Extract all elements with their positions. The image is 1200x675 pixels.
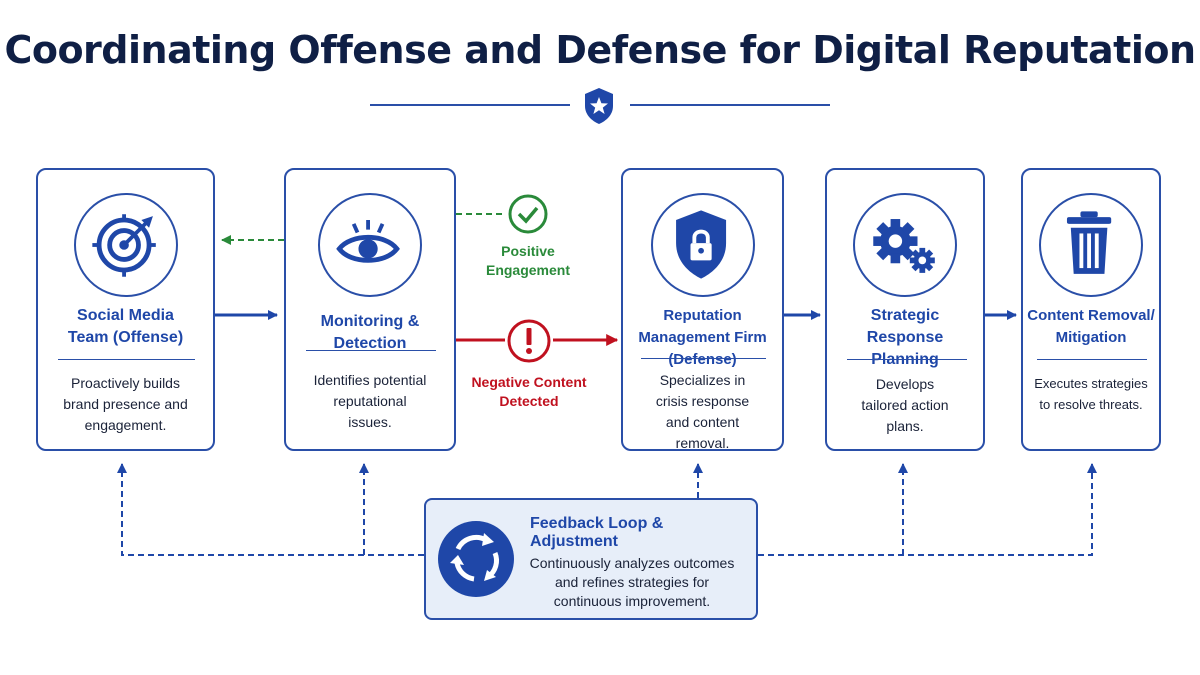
- icon-ring: [853, 193, 957, 297]
- title-divider-right: [630, 104, 830, 106]
- card-title: Content Removal/ Mitigation: [1027, 307, 1155, 346]
- trash-icon: [1066, 211, 1112, 274]
- feedback-description: Continuously analyzes outcomes and refin…: [529, 555, 735, 609]
- card-title: Reputation Management Firm (Defense): [638, 307, 767, 368]
- card-title: Monitoring & Detection: [320, 313, 420, 352]
- page-title: Coordinating Offense and Defense for Dig…: [4, 28, 1196, 72]
- feedback-connectors: [117, 463, 1097, 556]
- gears-icon: [873, 219, 935, 273]
- icon-ring: [651, 193, 755, 297]
- card-description: Develops tailored action plans.: [861, 376, 949, 434]
- checkmark-icon: [508, 194, 548, 234]
- card-description: Specializes in crisis response and conte…: [655, 372, 750, 451]
- card-title: Social Media Team (Offense): [67, 307, 184, 346]
- star-shield-icon: [585, 88, 613, 124]
- positive-engagement-label: Positive Engagement: [485, 243, 570, 278]
- card-divider: [306, 350, 436, 351]
- card-social-media-team: Social Media Team (Offense) Proactively …: [36, 168, 215, 451]
- target-icon: [92, 214, 156, 277]
- card-content-removal: Content Removal/ Mitigation Executes str…: [1021, 168, 1161, 451]
- card-description: Identifies potential reputational issues…: [313, 372, 427, 430]
- card-divider: [641, 358, 766, 359]
- icon-ring: [74, 193, 178, 297]
- title-divider-left: [370, 104, 570, 106]
- cycle-arrows-icon: [438, 521, 514, 597]
- card-divider: [1037, 359, 1147, 360]
- feedback-loop-panel: Feedback Loop & Adjustment Continuously …: [424, 498, 758, 620]
- card-reputation-firm: Reputation Management Firm (Defense) Spe…: [621, 168, 784, 451]
- card-description: Proactively builds brand presence and en…: [63, 375, 188, 433]
- card-description: Executes strategies to resolve threats.: [1034, 376, 1148, 412]
- feedback-title: Feedback Loop & Adjustment: [530, 515, 664, 550]
- card-divider: [847, 359, 967, 360]
- exclamation-icon: [507, 319, 551, 363]
- card-monitoring-detection: Monitoring & Detection Identifies potent…: [284, 168, 456, 451]
- shield-lock-icon: [676, 210, 727, 279]
- icon-ring: [318, 193, 422, 297]
- icon-ring: [1039, 193, 1143, 297]
- eye-icon: [336, 220, 400, 263]
- negative-content-label: Negative Content Detected: [471, 374, 587, 409]
- card-divider: [58, 359, 195, 360]
- card-title: Strategic Response Planning: [866, 307, 944, 368]
- card-strategic-planning: Strategic Response Planning Develops tai…: [825, 168, 985, 451]
